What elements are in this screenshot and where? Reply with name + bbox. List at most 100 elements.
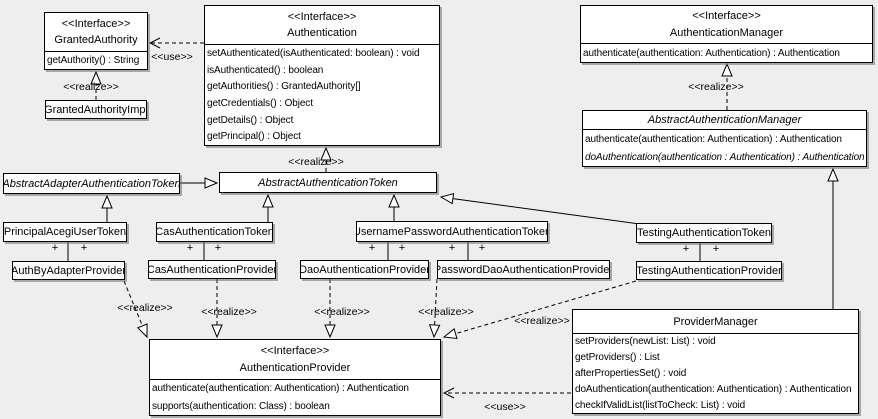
- class-title-compartment: CasAuthenticationToken: [157, 223, 272, 241]
- class-methods-compartment: authenticate(authentication: Authenticat…: [150, 380, 440, 415]
- multiplicity-label: +: [80, 242, 88, 254]
- class-title-compartment: DaoAuthenticationProvider: [301, 261, 428, 278]
- method-label: authenticate(authentication: Authenticat…: [585, 133, 842, 145]
- class-title-compartment: UsernamePasswordAuthenticationToken: [357, 222, 547, 241]
- class-name: GrantedAuthority: [54, 34, 138, 47]
- class-name: TestingAuthenticationToken: [637, 227, 771, 239]
- method-label: getProviders() : List: [575, 352, 660, 364]
- edge-stereotype-label: <<realize>>: [63, 81, 119, 93]
- abstract-authentication-manager-class[interactable]: AbstractAuthenticationManager authenticat…: [582, 110, 867, 167]
- realize-testing-authentication-provider: [444, 280, 637, 337]
- class-title-compartment: AbstractAuthenticationToken: [220, 173, 436, 192]
- class-methods-compartment: authenticate(authentication: Authenticat…: [581, 44, 872, 62]
- principal-acegi-user-token-class[interactable]: PrincipalAcegiUserToken: [3, 222, 127, 242]
- class-title-compartment: PasswordDaoAuthenticationProvider: [438, 261, 609, 278]
- authentication-class[interactable]: <<Interface>>Authentication setAuthentica…: [204, 5, 440, 146]
- authentication-manager-class[interactable]: <<Interface>> AuthenticationManager authen…: [580, 5, 873, 63]
- class-title-compartment: AuthByAdapterProvider: [13, 262, 124, 279]
- class-methods-compartment: authenticate(authentication: Authenticat…: [583, 130, 866, 166]
- multiplicity-label: +: [214, 242, 222, 254]
- realize-password-dao-authentication-provider: [434, 278, 437, 337]
- class-title-compartment: <<Interface>> GrantedAuthority: [45, 13, 147, 52]
- class-title-compartment: TestingAuthenticationToken: [637, 224, 771, 242]
- method-label: setAuthenticated(isAuthenticated: boolea…: [207, 47, 420, 59]
- class-title-compartment: ProviderManager: [573, 310, 858, 334]
- multiplicity-label: +: [368, 242, 376, 254]
- class-title-compartment: AbstractAuthenticationManager: [583, 111, 866, 130]
- password-dao-authentication-provider-class[interactable]: PasswordDaoAuthenticationProvider: [437, 260, 610, 279]
- class-name: AuthenticationManager: [669, 26, 784, 39]
- multiplicity-label: +: [478, 242, 486, 254]
- method-label: getDetails() : Object: [207, 114, 294, 126]
- class-name: DaoAuthenticationProvider: [301, 263, 428, 276]
- class-methods-compartment: setAuthenticated(isAuthenticated: boolea…: [205, 45, 439, 145]
- edge-stereotype-label: <<realize>>: [117, 302, 173, 314]
- method-label: isAuthenticated() : boolean: [207, 64, 324, 76]
- cas-authentication-provider-class[interactable]: CasAuthenticationProvider: [148, 260, 276, 279]
- method-label: setProviders(newList: List) : void: [575, 336, 716, 348]
- class-methods-compartment: getAuthority() : String: [45, 52, 147, 69]
- class-name: AbstractAdapterAuthenticationToken: [4, 177, 179, 190]
- multiplicity-label: +: [186, 242, 194, 254]
- class-title-compartment: <<Interface>>Authentication: [205, 6, 439, 45]
- testing-authentication-token-class[interactable]: TestingAuthenticationToken: [636, 223, 772, 243]
- class-name: PrincipalAcegiUserToken: [4, 226, 126, 238]
- class-name: AbstractAuthenticationManager: [647, 114, 802, 126]
- method-label: authenticate(authentication: Authenticat…: [152, 383, 409, 395]
- class-name: CasAuthenticationToken: [157, 226, 272, 238]
- class-title-compartment: <<Interface>> AuthenticationManager: [581, 6, 872, 44]
- cas-authentication-token-class[interactable]: CasAuthenticationToken: [156, 222, 273, 242]
- method-label: authenticate(authentication: Authenticat…: [583, 47, 840, 59]
- testing-authentication-provider-class[interactable]: TestingAuthenticationProvider: [636, 261, 782, 280]
- abstract-authentication-token-class[interactable]: AbstractAuthenticationToken: [219, 172, 437, 193]
- granted-authority-impl-class[interactable]: GrantedAuthorityImpl: [45, 100, 147, 119]
- class-methods-compartment: setProviders(newList: List) : void getPro…: [573, 334, 858, 413]
- edge-stereotype-label: <<realize>>: [201, 306, 257, 318]
- stereotype-label: <<Interface>>: [692, 10, 761, 23]
- multiplicity-label: +: [398, 242, 406, 254]
- class-name: AuthByAdapterProvider: [13, 264, 124, 277]
- method-label: doAuthentication(authentication: Authent…: [575, 383, 852, 395]
- method-label: checkIfValidList(listToCheck: List) : vo…: [575, 399, 746, 411]
- method-label: getPrincipal() : Object: [207, 131, 301, 143]
- class-name: Authentication: [287, 27, 357, 40]
- realize-auth-by-adapter-provider: [123, 280, 147, 337]
- class-title-compartment: <<Interface>>AuthenticationProvider: [150, 340, 440, 380]
- class-name: UsernamePasswordAuthenticationToken: [357, 225, 547, 238]
- multiplicity-label: +: [448, 242, 456, 254]
- multiplicity-label: +: [712, 243, 720, 255]
- granted-authority-class[interactable]: <<Interface>> GrantedAuthority getAuthorit…: [44, 12, 148, 70]
- username-password-authentication-token-class[interactable]: UsernamePasswordAuthenticationToken: [356, 221, 548, 242]
- class-title-compartment: GrantedAuthorityImpl: [46, 101, 146, 118]
- class-name: CasAuthenticationProvider: [149, 263, 275, 276]
- class-name: ProviderManager: [673, 315, 758, 328]
- edge-stereotype-label: <<realize>>: [418, 306, 474, 318]
- class-title-compartment: PrincipalAcegiUserToken: [4, 223, 126, 241]
- method-label: getCredentials() : Object: [207, 97, 313, 109]
- class-name: PasswordDaoAuthenticationProvider: [438, 263, 609, 276]
- edge-stereotype-label: <<use>>: [484, 401, 526, 413]
- class-name: TestingAuthenticationProvider: [637, 264, 781, 277]
- multiplicity-label: +: [682, 243, 690, 255]
- abstract-adapter-authentication-token-class[interactable]: AbstractAdapterAuthenticationToken: [3, 173, 180, 194]
- provider-manager-class[interactable]: ProviderManager setProviders(newList: Lis…: [572, 309, 859, 414]
- method-label: doAuthentication(authentication : Authen…: [585, 151, 865, 163]
- dao-authentication-provider-class[interactable]: DaoAuthenticationProvider: [300, 260, 429, 279]
- multiplicity-label: +: [51, 242, 59, 254]
- edge-stereotype-label: <<realize>>: [288, 156, 344, 168]
- stereotype-label: <<Interface>>: [260, 345, 330, 357]
- authentication-provider-class[interactable]: <<Interface>>AuthenticationProvider authe…: [149, 339, 441, 416]
- edge-stereotype-label: <<use>>: [151, 51, 193, 63]
- stereotype-label: <<Interface>>: [61, 17, 131, 30]
- class-name: GrantedAuthorityImpl: [46, 103, 146, 116]
- auth-by-adapter-provider-class[interactable]: AuthByAdapterProvider: [12, 261, 125, 280]
- gen-testing-authentication-token: [441, 197, 641, 225]
- class-title-compartment: AbstractAdapterAuthenticationToken: [4, 174, 179, 193]
- class-name: AbstractAuthenticationToken: [258, 176, 398, 189]
- method-label: supports(authentication: Class) : boolea…: [152, 400, 330, 412]
- class-title-compartment: TestingAuthenticationProvider: [637, 262, 781, 279]
- method-label: getAuthorities() : GrantedAuthority[]: [207, 81, 361, 93]
- method-label: getAuthority() : String: [47, 55, 140, 66]
